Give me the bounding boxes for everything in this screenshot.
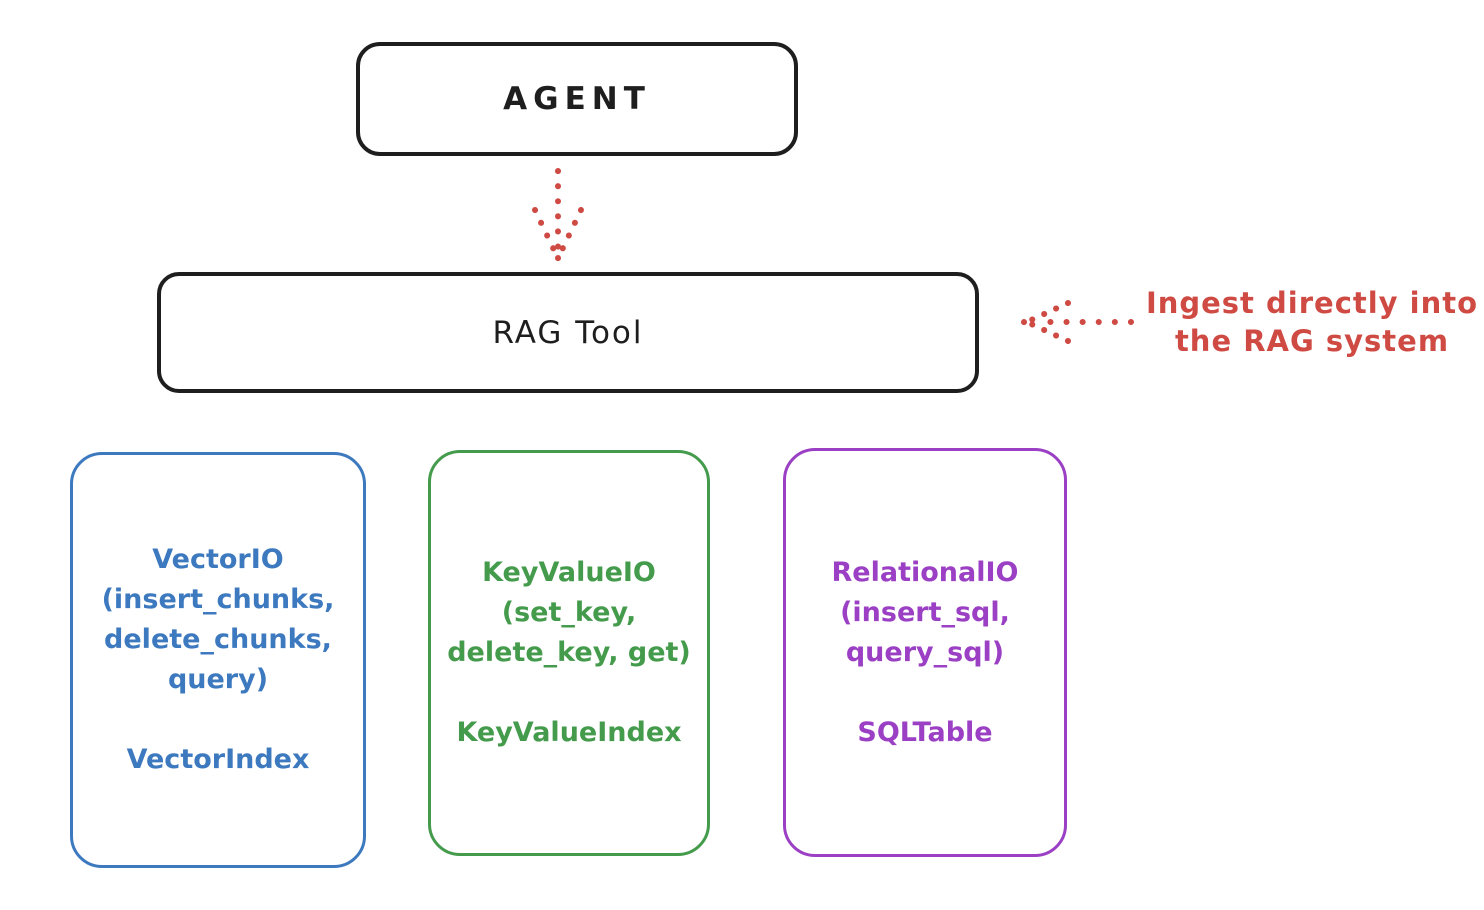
- io-line: (set_key,: [501, 597, 637, 628]
- io-line: delete_chunks,: [104, 624, 332, 655]
- io-line: VectorIO: [152, 544, 284, 575]
- io-box-vector-index-label: VectorIndex: [126, 744, 310, 775]
- ingest-annotation-line1: Ingest directly into: [1145, 286, 1479, 320]
- agent-label: AGENT: [503, 81, 651, 117]
- dotted-arrow-down-icon: [532, 168, 584, 262]
- io-box-keyvalue-index-label: KeyValueIndex: [456, 717, 682, 748]
- ingest-annotation: Ingest directly into the RAG system: [1140, 284, 1484, 360]
- io-box-relational-methods: RelationalIO (insert_sql, query_sql): [832, 553, 1019, 673]
- rag-tool-node: RAG Tool: [157, 272, 979, 393]
- io-box-keyvalue: KeyValueIO (set_key, delete_key, get) Ke…: [428, 450, 710, 856]
- ingest-annotation-line2: the RAG system: [1174, 324, 1450, 358]
- io-box-keyvalue-methods: KeyValueIO (set_key, delete_key, get): [447, 553, 691, 673]
- dotted-arrow-left-icon: [1021, 300, 1134, 344]
- io-line: query_sql): [845, 636, 1005, 668]
- rag-tool-label: RAG Tool: [492, 314, 644, 351]
- io-line: KeyValueIO: [482, 557, 656, 588]
- io-box-relational: RelationalIO (insert_sql, query_sql) SQL…: [783, 448, 1067, 857]
- io-line: RelationalIO: [831, 556, 1019, 588]
- io-box-vector: VectorIO (insert_chunks, delete_chunks, …: [70, 452, 366, 868]
- io-line: query): [167, 664, 269, 695]
- io-line: (insert_sql,: [840, 596, 1010, 628]
- agent-node: AGENT: [356, 42, 798, 156]
- io-box-relational-index-label: SQLTable: [857, 716, 993, 748]
- io-line: (insert_chunks,: [101, 584, 335, 615]
- io-box-vector-methods: VectorIO (insert_chunks, delete_chunks, …: [102, 540, 335, 700]
- io-line: delete_key, get): [447, 637, 691, 668]
